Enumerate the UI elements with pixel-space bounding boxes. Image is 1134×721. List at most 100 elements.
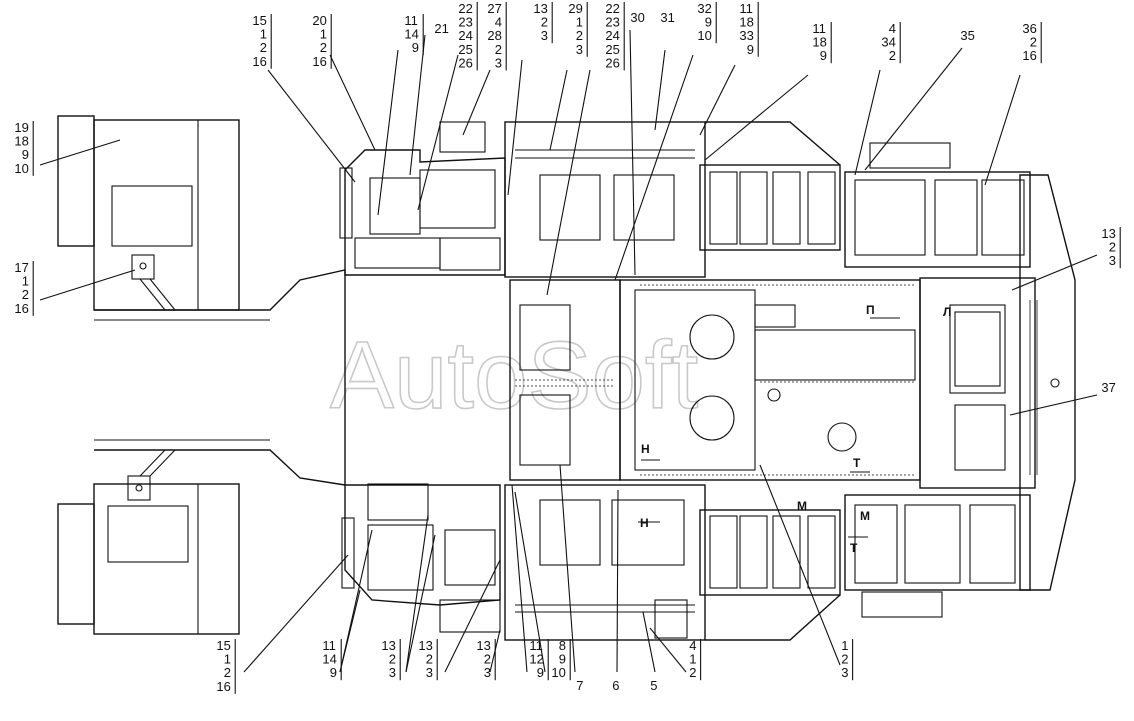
callout-left-1-line-1: 1: [22, 274, 29, 289]
callout-top-7-line-3: 3: [576, 42, 583, 57]
callout-bottom-0-line-0: 15: [216, 638, 230, 653]
callout-top-14-line-1: 34: [881, 35, 895, 50]
callout-top-4-line-4: 26: [458, 55, 472, 70]
callout-top-0-line-1: 1: [260, 27, 267, 42]
callout-right-1-line-0: 37: [1101, 380, 1115, 395]
callout-top-8-line-1: 23: [605, 15, 619, 30]
callout-bottom-10-line-2: 2: [689, 665, 696, 680]
callout-left-0-line-3: 10: [14, 161, 28, 176]
callout-bottom-1-line-1: 14: [322, 652, 336, 667]
callout-bottom-11-line-0: 1: [841, 638, 848, 653]
callout-top-14-line-2: 2: [889, 48, 896, 63]
callout-top-4-line-3: 25: [458, 42, 472, 57]
callout-bottom-1-line-2: 9: [330, 665, 337, 680]
callout-labels: 1512162012162111149222324252627428231323…: [14, 1, 1121, 694]
callout-top-13-line-0: 11: [812, 21, 826, 36]
callout-top-8-line-3: 25: [605, 42, 619, 57]
callout-bottom-7-line-0: 7: [576, 678, 583, 693]
section-mark-m-2: М: [860, 509, 870, 523]
callout-bottom-0-line-3: 16: [216, 679, 230, 694]
section-mark-h-2: Н: [640, 516, 649, 530]
callout-top-16-line-2: 16: [1022, 48, 1036, 63]
callout-top-1-line-2: 2: [320, 40, 327, 55]
callout-top-12-line-1: 18: [739, 15, 753, 30]
section-mark-h-1: Н: [641, 442, 650, 456]
callout-top-8-line-4: 26: [605, 55, 619, 70]
callout-top-7-line-2: 2: [576, 28, 583, 43]
callout-left-0-line-2: 9: [22, 147, 29, 162]
callout-bottom-11-line-2: 3: [841, 665, 848, 680]
callout-top-11-line-1: 9: [705, 15, 712, 30]
rear-axle-assembly: [57, 115, 346, 635]
callout-top-4-line-1: 23: [458, 15, 472, 30]
callout-top-1-line-1: 1: [320, 27, 327, 42]
callout-top-4-line-0: 22: [458, 1, 472, 16]
callout-top-2-line-0: 21: [434, 21, 448, 36]
callout-top-11-line-2: 10: [697, 28, 711, 43]
section-marks: Н Н Т Т М М П Л: [638, 303, 951, 555]
callout-top-3-line-1: 14: [404, 27, 418, 42]
callout-bottom-3-line-2: 3: [426, 665, 433, 680]
callout-top-11-line-0: 32: [697, 1, 711, 16]
callout-top-16-line-1: 2: [1030, 35, 1037, 50]
callout-bottom-6-line-0: 8: [559, 638, 566, 653]
callout-left-1-line-2: 2: [22, 287, 29, 302]
callout-bottom-4-line-1: 2: [484, 652, 491, 667]
callout-bottom-10-line-1: 1: [689, 652, 696, 667]
callout-top-1-line-3: 16: [312, 54, 326, 69]
callout-top-13-line-2: 9: [820, 48, 827, 63]
callout-top-8-line-2: 24: [605, 28, 619, 43]
callout-bottom-1-line-0: 11: [322, 638, 336, 653]
callout-bottom-6-line-1: 9: [559, 652, 566, 667]
callout-top-13-line-1: 18: [812, 35, 826, 50]
callout-top-12-line-2: 33: [739, 28, 753, 43]
callout-left-0-line-0: 19: [14, 120, 28, 135]
callout-top-3-line-0: 11: [404, 13, 418, 28]
callout-right-0-line-1: 2: [1109, 240, 1116, 255]
callout-bottom-4-line-2: 3: [484, 665, 491, 680]
section-mark-l: Л: [943, 305, 951, 319]
callout-top-0-line-3: 16: [252, 54, 266, 69]
section-mark-m-1: М: [797, 499, 807, 513]
callout-left-1-line-0: 17: [14, 260, 28, 275]
callout-right-0-line-0: 13: [1101, 226, 1115, 241]
section-mark-t-2: Т: [850, 541, 858, 555]
callout-bottom-5-line-0: 11: [529, 638, 543, 653]
callout-bottom-5-line-2: 9: [537, 665, 544, 680]
callout-bottom-11-line-1: 2: [841, 652, 848, 667]
callout-top-6-line-2: 3: [541, 28, 548, 43]
callout-top-15-line-0: 35: [960, 28, 974, 43]
callout-top-14-line-0: 4: [889, 21, 896, 36]
callout-bottom-3-line-0: 13: [418, 638, 432, 653]
callout-left-1-line-3: 16: [14, 301, 28, 316]
callout-top-10-line-0: 31: [660, 10, 674, 25]
callout-top-6-line-1: 2: [541, 15, 548, 30]
callout-bottom-10-line-0: 4: [689, 638, 696, 653]
leader-lines: [39, 29, 1098, 673]
callout-top-9-line-0: 30: [630, 10, 644, 25]
callout-bottom-2-line-0: 13: [381, 638, 395, 653]
callout-bottom-4-line-0: 13: [476, 638, 490, 653]
callout-top-1-line-0: 20: [312, 13, 326, 28]
section-mark-p: П: [866, 303, 875, 317]
callout-bottom-9-line-0: 5: [650, 678, 657, 693]
callout-top-7-line-0: 29: [568, 1, 582, 16]
callout-right-0-line-2: 3: [1109, 253, 1116, 268]
callout-bottom-5-line-1: 12: [529, 652, 543, 667]
callout-top-4-line-2: 24: [458, 28, 472, 43]
callout-top-12-line-0: 11: [739, 1, 753, 16]
callout-bottom-3-line-1: 2: [426, 652, 433, 667]
callout-bottom-0-line-1: 1: [224, 652, 231, 667]
callout-top-16-line-0: 36: [1022, 21, 1036, 36]
callout-bottom-0-line-2: 2: [224, 665, 231, 680]
callout-left-0-line-1: 18: [14, 134, 28, 149]
callout-top-0-line-0: 15: [252, 13, 266, 28]
callout-top-3-line-2: 9: [412, 40, 419, 55]
callout-top-12-line-3: 9: [747, 42, 754, 57]
callout-top-5-line-3: 2: [495, 42, 502, 57]
callout-top-5-line-4: 3: [495, 55, 502, 70]
callout-bottom-2-line-2: 3: [389, 665, 396, 680]
callout-top-0-line-2: 2: [260, 40, 267, 55]
section-mark-t-1: Т: [853, 456, 861, 470]
